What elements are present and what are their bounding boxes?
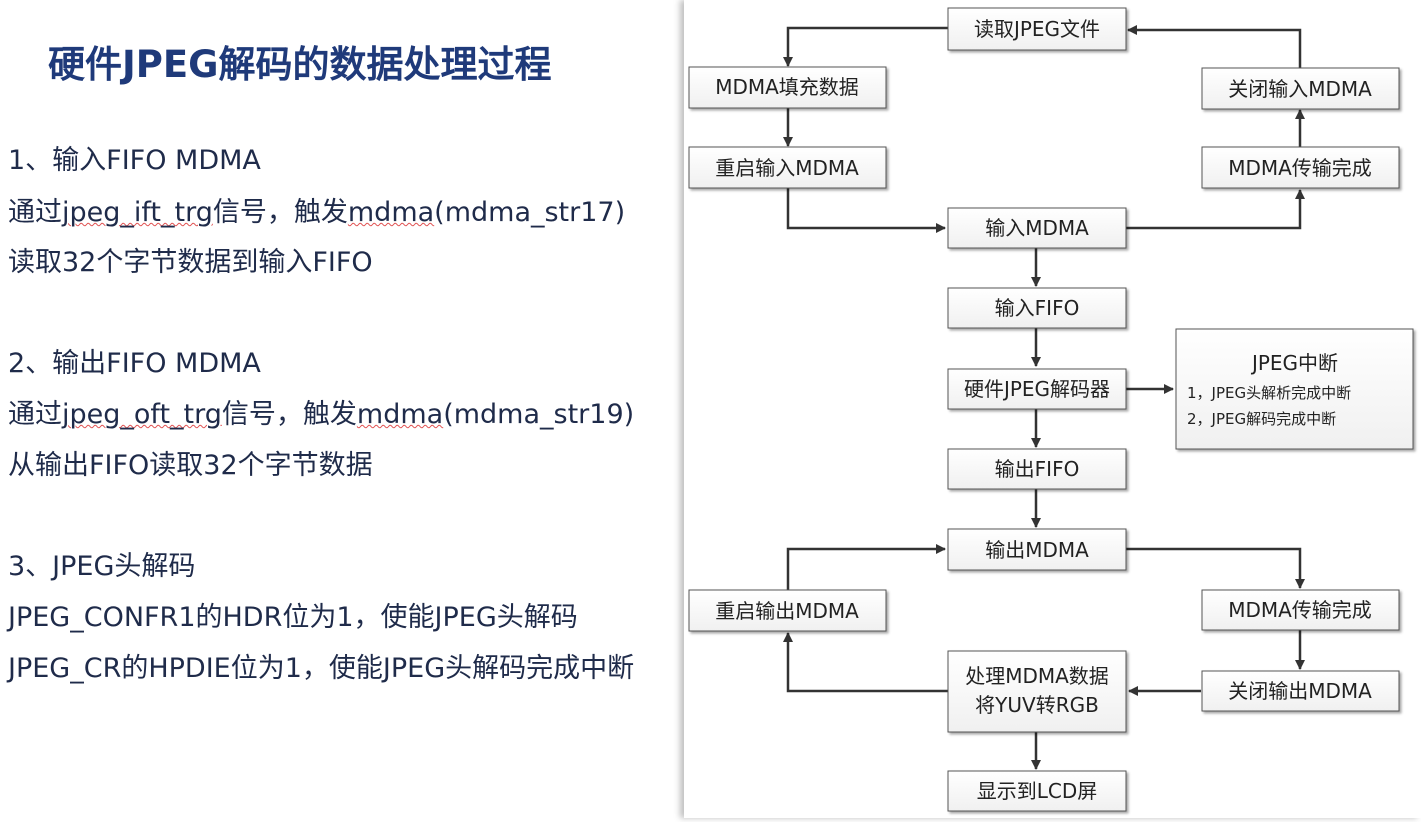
arrow-out-mdma-to-done-out	[1126, 547, 1305, 589]
node-jpeg-interrupt: JPEG中断 1，JPEG头解析完成中断 2，JPEG解码完成中断	[1175, 328, 1414, 450]
node-label: 输出FIFO	[995, 457, 1080, 481]
node-read-jpeg: 读取JPEG文件	[947, 7, 1127, 51]
section-1-heading: 1、输入FIFO MDMA	[8, 145, 261, 176]
node-process-data: 处理MDMA数据 将YUV转RGB	[947, 650, 1127, 733]
section-2-heading: 2、输出FIFO MDMA	[8, 348, 261, 379]
arrow-restart-in-to-in-mdma	[786, 188, 946, 233]
section-2-line-1: 通过jpeg_oft_trg信号，触发mdma(mdma_str19)	[8, 398, 634, 432]
node-label: MDMA传输完成	[1228, 156, 1372, 180]
node-mdma-fill: MDMA填充数据	[688, 66, 887, 109]
text-segment: 信号，触发	[212, 197, 348, 228]
flowchart: 读取JPEG文件 MDMA填充数据 关闭输入MDMA 重启输入MDMA MDMA…	[688, 7, 1414, 812]
section-2-line-2: 从输出FIFO读取32个字节数据	[8, 450, 373, 481]
node-label: MDMA填充数据	[715, 75, 859, 99]
text-segment: (mdma_str19)	[443, 399, 635, 430]
node-label: 输入FIFO	[995, 296, 1080, 320]
node-label: 输出MDMA	[985, 538, 1089, 562]
text-segment: (mdma_str17)	[434, 197, 626, 228]
node-in-fifo: 输入FIFO	[947, 287, 1127, 329]
text-segment: jpeg_oft_trg	[62, 399, 222, 430]
text-segment: 通过	[8, 399, 62, 430]
node-label-line-1: 处理MDMA数据	[965, 664, 1109, 688]
node-close-out-mdma: 关闭输出MDMA	[1201, 670, 1400, 712]
interrupt-item-1: 1，JPEG头解析完成中断	[1187, 384, 1351, 402]
arrow-close-in-to-read	[1127, 25, 1302, 68]
section-3-line-2: JPEG_CR的HPDIE位为1，使能JPEG头解码完成中断	[8, 653, 635, 684]
node-close-in-mdma: 关闭输入MDMA	[1201, 67, 1400, 110]
section-1-line-1: 通过jpeg_ift_trg信号，触发mdma(mdma_str17)	[8, 196, 625, 230]
interrupt-title: JPEG中断	[1250, 351, 1338, 375]
node-label: MDMA传输完成	[1228, 598, 1372, 622]
node-label: 关闭输入MDMA	[1228, 77, 1372, 101]
node-hw-decoder: 硬件JPEG解码器	[947, 368, 1127, 410]
node-label-line-2: 将YUV转RGB	[975, 693, 1099, 717]
node-restart-in-mdma: 重启输入MDMA	[688, 146, 887, 189]
text-segment: mdma	[347, 197, 435, 228]
text-panel: 硬件JPEG解码的数据处理过程 1、输入FIFO MDMA 通过jpeg_ift…	[0, 0, 680, 818]
section-1-line-2: 读取32个字节数据到输入FIFO	[8, 247, 373, 278]
node-label: 重启输入MDMA	[715, 156, 859, 180]
text-segment: mdma	[356, 399, 444, 430]
node-lcd-display: 显示到LCD屏	[947, 770, 1127, 812]
node-label: 读取JPEG文件	[974, 17, 1100, 41]
node-out-fifo: 输出FIFO	[947, 448, 1127, 490]
text-segment: jpeg_ift_trg	[62, 197, 213, 228]
arrow-restart-out-to-out-mdma	[786, 544, 946, 590]
node-in-mdma: 输入MDMA	[947, 207, 1127, 249]
interrupt-item-2: 2，JPEG解码完成中断	[1187, 410, 1336, 428]
page-title: 硬件JPEG解码的数据处理过程	[48, 43, 552, 86]
section-3-heading: 3、JPEG头解码	[8, 551, 196, 582]
node-label: 硬件JPEG解码器	[964, 377, 1110, 401]
node-mdma-done-out: MDMA传输完成	[1201, 589, 1400, 631]
node-mdma-done-in: MDMA传输完成	[1201, 146, 1400, 189]
node-out-mdma: 输出MDMA	[947, 528, 1127, 571]
node-label: 显示到LCD屏	[977, 779, 1098, 803]
text-segment: 信号，触发	[221, 399, 357, 430]
node-label: 关闭输出MDMA	[1228, 679, 1372, 703]
arrow-in-mdma-to-done-in	[1126, 189, 1305, 230]
node-label: 输入MDMA	[985, 216, 1089, 240]
node-label: 重启输出MDMA	[715, 599, 859, 623]
text-segment: 通过	[8, 197, 62, 228]
arrow-process-to-restart-out	[783, 632, 948, 693]
node-restart-out-mdma: 重启输出MDMA	[688, 589, 887, 632]
flowchart-panel: 读取JPEG文件 MDMA填充数据 关闭输入MDMA 重启输入MDMA MDMA…	[684, 0, 1421, 818]
connectors	[783, 25, 1305, 770]
arrow-read-to-fill	[783, 26, 948, 67]
section-3-line-1: JPEG_CONFR1的HDR位为1，使能JPEG头解码	[8, 602, 578, 633]
